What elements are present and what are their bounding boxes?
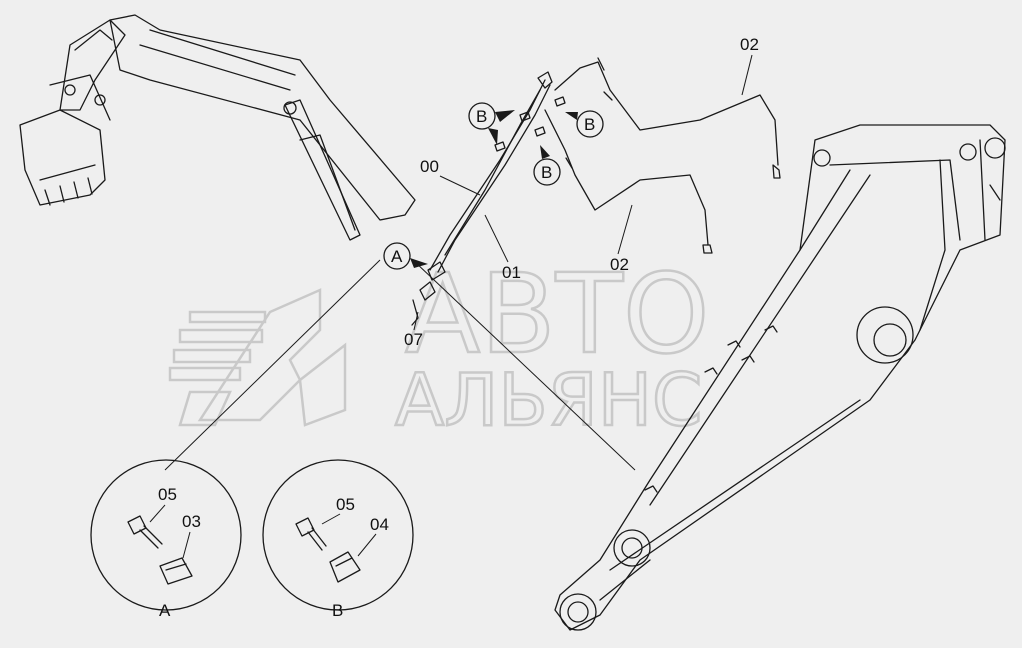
detail-a-pointer <box>164 259 381 471</box>
leader-01 <box>484 214 509 263</box>
watermark-line2: АЛЬЯНС <box>395 358 702 442</box>
leader-07 <box>413 311 419 331</box>
detail-b-callout-04: 04 <box>370 515 389 534</box>
detail-b-clamp <box>329 551 361 583</box>
detail-a-bolt <box>127 515 163 549</box>
excavator-overview <box>19 14 416 241</box>
detail-a-clamp <box>159 557 193 585</box>
watermark-logo <box>168 288 347 427</box>
callout-00: 00 <box>420 157 439 176</box>
hose-lines <box>411 57 781 326</box>
detail-b-caption: B <box>332 601 343 620</box>
leader-02-top <box>741 54 753 96</box>
callout-01: 01 <box>502 263 521 282</box>
detail-b-bolt <box>295 517 327 551</box>
detail-b: 05 04 B <box>262 459 414 620</box>
watermark-line1: АВТО <box>405 250 710 378</box>
marker-b3-letter: B <box>541 163 552 182</box>
callout-02-top: 02 <box>740 35 759 54</box>
callout-07: 07 <box>404 330 423 349</box>
detail-b-callout-05: 05 <box>336 495 355 514</box>
detail-a-callout-05: 05 <box>158 485 177 504</box>
detail-a-caption: A <box>159 601 171 620</box>
detail-a-callout-03: 03 <box>182 512 201 531</box>
callout-02-mid: 02 <box>610 255 629 274</box>
leader-00 <box>439 175 481 196</box>
marker-a-leader <box>414 261 636 471</box>
callouts: 00 01 02 02 07 <box>404 35 759 349</box>
leader-02-mid <box>617 204 633 255</box>
marker-b-1: B <box>468 102 515 145</box>
boom-assembly <box>554 124 1006 631</box>
detail-a: 05 03 A <box>90 459 242 620</box>
marker-b1-letter: B <box>476 107 487 126</box>
marker-b-2: B <box>565 110 604 138</box>
marker-b2-letter: B <box>584 115 595 134</box>
marker-a: A <box>383 242 428 270</box>
marker-a-letter: A <box>391 247 403 266</box>
marker-b-3: B <box>533 145 561 186</box>
